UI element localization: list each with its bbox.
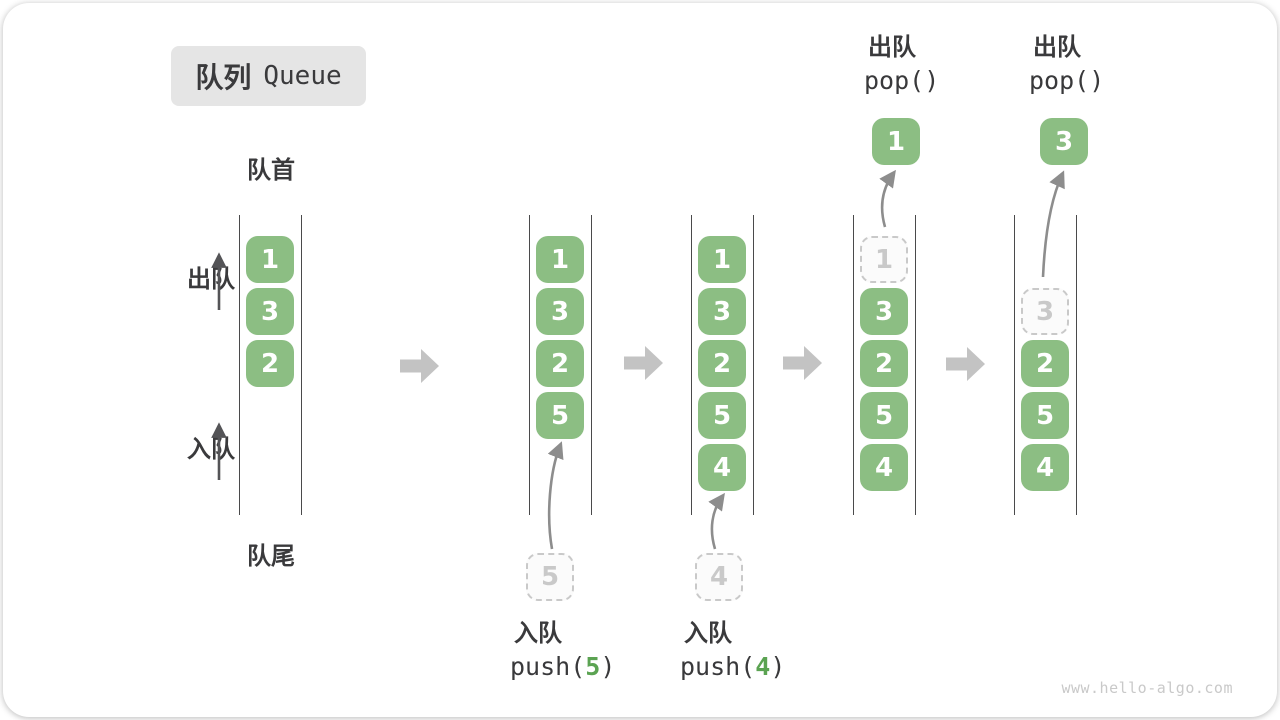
- incoming-element: 5: [526, 553, 574, 601]
- label-enqueue: 入队: [187, 435, 235, 463]
- queue-cell: 3: [860, 288, 908, 335]
- flow-arrow-icon: [946, 347, 985, 381]
- operation-label: 出队: [868, 33, 916, 61]
- watermark: www.hello-algo.com: [1061, 679, 1233, 697]
- queue-cell: 2: [860, 340, 908, 387]
- queue-cell: 3: [246, 288, 294, 335]
- label-queue-front: 队首: [247, 156, 295, 184]
- popped-element: 1: [872, 118, 920, 165]
- title-en: Queue: [263, 61, 342, 91]
- incoming-element: 4: [695, 553, 743, 601]
- queue-state-5: 3 2 5 4: [1014, 215, 1077, 515]
- queue-cell: 5: [536, 392, 584, 439]
- queue-cell: 5: [698, 392, 746, 439]
- queue-cell: 4: [860, 444, 908, 491]
- queue-cell: 2: [536, 340, 584, 387]
- queue-cell-ghost: 3: [1021, 288, 1069, 335]
- queue-cell: 2: [1021, 340, 1069, 387]
- operation-push-4: 入队 push(4): [680, 619, 786, 681]
- operation-label: 入队: [684, 619, 732, 647]
- queue-cell: 1: [698, 236, 746, 283]
- queue-state-3: 1 3 2 5 4: [691, 215, 754, 515]
- queue-cell-ghost: 1: [860, 236, 908, 283]
- queue-cell: 2: [246, 340, 294, 387]
- popped-element: 3: [1040, 118, 1088, 165]
- operation-push-5: 入队 push(5): [510, 619, 616, 681]
- operation-pop-3: 出队 pop(): [1029, 33, 1105, 95]
- queue-cell: 1: [246, 236, 294, 283]
- queue-state-1: 1 3 2: [239, 215, 302, 515]
- queue-cell: 5: [1021, 392, 1069, 439]
- flow-arrow-icon: [400, 349, 439, 383]
- queue-cell: 5: [860, 392, 908, 439]
- queue-cell: 3: [536, 288, 584, 335]
- flow-arrow-icon: [624, 346, 663, 380]
- queue-cell: 2: [698, 340, 746, 387]
- queue-state-4: 1 3 2 5 4: [853, 215, 916, 515]
- operation-label: 入队: [514, 619, 562, 647]
- label-queue-rear: 队尾: [247, 542, 295, 570]
- label-dequeue: 出队: [187, 265, 235, 293]
- queue-cell: 4: [698, 444, 746, 491]
- queue-cell: 3: [698, 288, 746, 335]
- arrows-overlay: [211, 169, 1065, 550]
- title-badge: 队列 Queue: [171, 46, 366, 106]
- queue-state-2: 1 3 2 5: [529, 215, 592, 515]
- queue-cell: 4: [1021, 444, 1069, 491]
- operation-label: 出队: [1033, 33, 1081, 61]
- queue-cell: 1: [536, 236, 584, 283]
- operation-pop-1: 出队 pop(): [864, 33, 940, 95]
- title-zh: 队列: [195, 61, 252, 94]
- queue-diagram-card: 队列 Queue 队首 队尾 出队 入队 1 3 2 1 3 2 5 1 3 2…: [3, 3, 1277, 717]
- flow-arrow-icon: [783, 346, 822, 380]
